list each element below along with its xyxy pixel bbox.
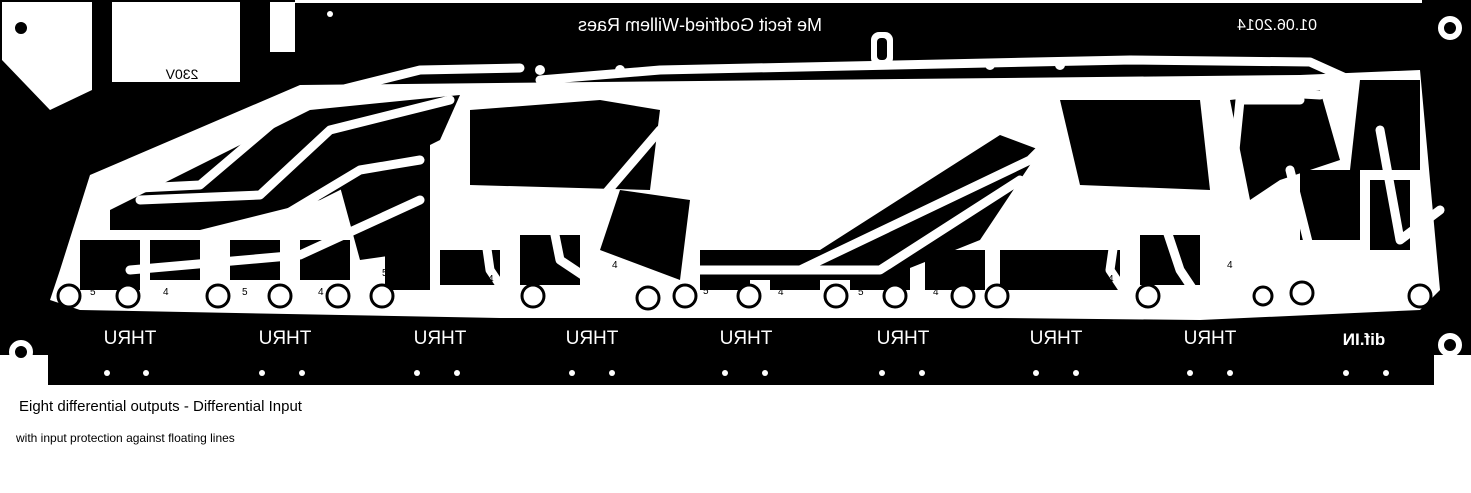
pin-label: 4: [1227, 260, 1233, 271]
pin-label: 4: [612, 260, 618, 271]
caption-subtitle: with input protection against floating l…: [16, 431, 235, 445]
vias: [104, 11, 1389, 376]
pin-labels: 5 4 5 4 5 4 5 4 5 4 5 4 5 4 5 4: [90, 260, 1233, 298]
output-label: THRU: [414, 328, 467, 349]
pin-label: 5: [382, 268, 388, 279]
mounting-holes: [9, 16, 1462, 364]
pin-label: 5: [703, 286, 709, 297]
pin-label: 5: [542, 273, 548, 284]
output-label: THRU: [566, 328, 619, 349]
mains-voltage-label: 230V: [165, 66, 198, 82]
date-text: 01.06.2014: [1237, 17, 1317, 34]
output-label: THRU: [1184, 328, 1237, 349]
traces: [95, 55, 1445, 305]
pin-label: 5: [242, 287, 248, 298]
output-label: THRU: [877, 328, 930, 349]
output-label: THRU: [104, 328, 157, 349]
pin-label: 5: [1003, 268, 1009, 279]
output-label: THRU: [259, 328, 312, 349]
pin-label: 4: [488, 274, 494, 285]
pin-label: 4: [163, 287, 169, 298]
output-label: THRU: [1030, 328, 1083, 349]
pin-label: 4: [778, 287, 784, 298]
pin-label: 4: [1108, 274, 1114, 285]
pin-label: 4: [933, 287, 939, 298]
logo-text: logos: [759, 156, 840, 194]
output-labels: THRU THRU THRU THRU THRU THRU THRU THRU: [104, 328, 1237, 349]
pin-label: 5: [858, 287, 864, 298]
connector-pins: [96, 8, 893, 86]
input-label: dif.IN: [1343, 330, 1386, 349]
caption-title: Eight differential outputs - Differentia…: [19, 398, 302, 415]
inner-copper: [80, 80, 1420, 290]
pads: [56, 280, 1433, 311]
pin-label: 4: [318, 287, 324, 298]
pin-label: 5: [90, 287, 96, 298]
author-text: Me fecit Godfried-Willem Raes: [578, 15, 822, 35]
output-label: THRU: [720, 328, 773, 349]
pin-label: 5: [1160, 273, 1166, 284]
